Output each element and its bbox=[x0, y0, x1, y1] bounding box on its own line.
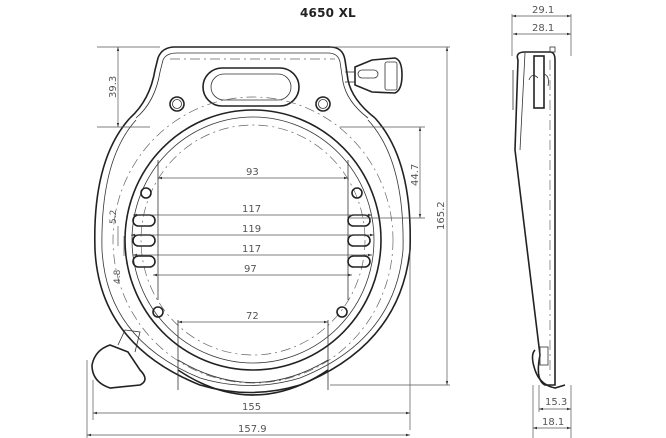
key-icon bbox=[345, 57, 403, 94]
screw-hole bbox=[315, 96, 331, 112]
dim-slot-row-2: 119 bbox=[242, 224, 261, 235]
screw-hole bbox=[169, 96, 185, 112]
ring-outer bbox=[93, 117, 412, 394]
dim-inner-top-width: 93 bbox=[246, 167, 259, 178]
dim-side-bottom-inner: 15.3 bbox=[545, 397, 567, 408]
dim-top-height: 39.3 bbox=[108, 76, 119, 98]
dim-slot-row-3: 117 bbox=[242, 244, 261, 255]
dim-opening-width: 72 bbox=[246, 311, 259, 322]
lock-top-housing bbox=[129, 46, 376, 119]
dim-slot-spacing-b: 4.8 bbox=[113, 269, 123, 284]
ring-inner bbox=[124, 109, 382, 371]
dim-total-height: 165.2 bbox=[436, 201, 447, 230]
lever-handle bbox=[91, 329, 146, 389]
side-profile bbox=[514, 51, 556, 386]
side-view: 29.1 28.1 15.3 18.1 bbox=[511, 5, 572, 438]
dim-slot-spacing-a: 5.2 bbox=[109, 210, 119, 224]
dim-upper-ring: 44.7 bbox=[410, 164, 421, 186]
grip-slot bbox=[202, 67, 300, 107]
dim-side-bottom-outer: 18.1 bbox=[542, 417, 564, 428]
front-view: 39.3 44.7 165.2 93 117 119 117 97 5.2 4.… bbox=[86, 46, 450, 438]
dim-side-top-outer: 29.1 bbox=[532, 5, 554, 16]
drawing-title: 4650 XL bbox=[300, 6, 356, 20]
dim-inner-lower-width: 97 bbox=[244, 264, 257, 275]
dim-overall-width: 157.9 bbox=[238, 424, 267, 435]
dim-side-top-inner: 28.1 bbox=[532, 23, 554, 34]
dim-slot-row-1: 117 bbox=[242, 204, 261, 215]
dim-outer-width: 155 bbox=[242, 402, 261, 413]
